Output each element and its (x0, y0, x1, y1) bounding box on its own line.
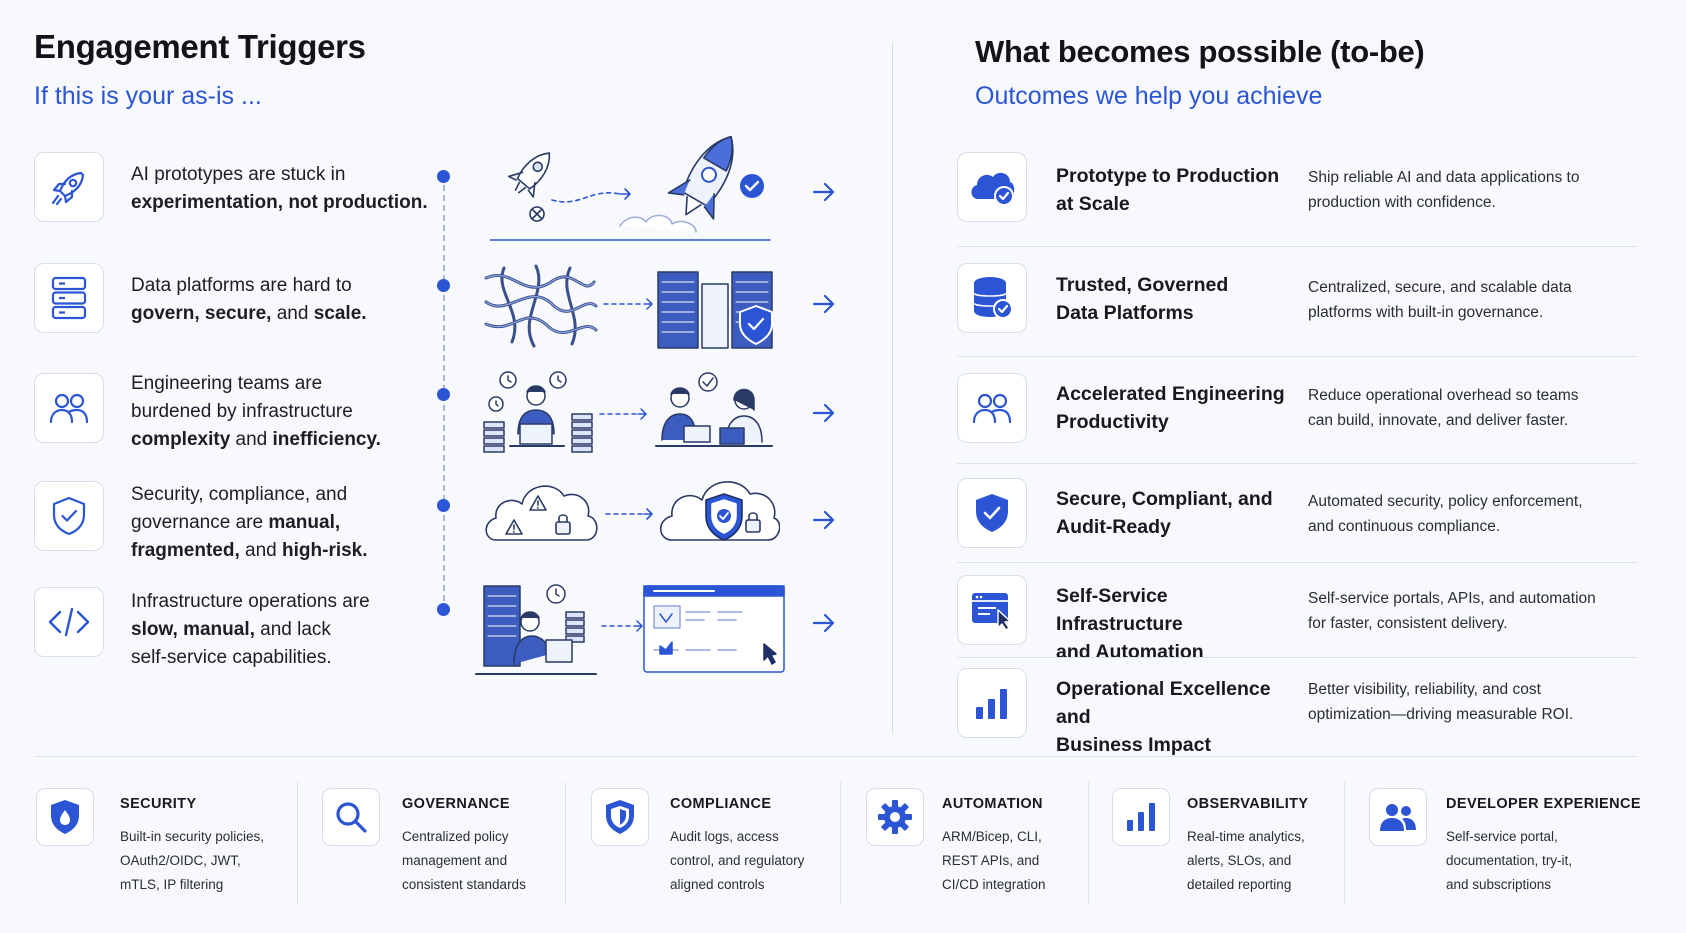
row-separator (957, 356, 1638, 357)
code-icon (48, 607, 90, 637)
portal-cursor-icon (972, 593, 1011, 630)
gear-icon (878, 800, 912, 834)
outcome-icon-box (957, 478, 1027, 548)
section-divider (34, 756, 1638, 757)
trigger-users-icon-box (34, 373, 104, 443)
outcome-icon-box (957, 668, 1027, 738)
trigger-server-icon-box (34, 263, 104, 333)
left-title: Engagement Triggers (34, 28, 366, 65)
capability-title: DEVELOPER EXPERIENCE (1446, 796, 1641, 812)
timeline-dot (437, 388, 450, 401)
right-subtitle: Outcomes we help you achieve (975, 82, 1323, 110)
bar-chart-icon (1127, 803, 1155, 831)
trigger-2-text: Data platforms are hard to govern, secur… (131, 275, 367, 324)
capability-icon-box (866, 788, 924, 846)
users-icon (49, 393, 89, 424)
capability-title: COMPLIANCE (670, 796, 772, 812)
capability-separator (1344, 782, 1345, 904)
trigger-shield-icon-box (34, 481, 104, 551)
arrow-right-icon (812, 613, 835, 633)
shield-outline-icon (606, 800, 634, 834)
arrow-right-icon (812, 294, 835, 314)
outcome-description: Better visibility, reliability, and cost… (1308, 681, 1574, 723)
self-service-portal-illustration (475, 584, 785, 675)
rocket-launch-illustration (490, 135, 771, 241)
trigger-4-text: Security, compliance, and governance are… (131, 484, 368, 561)
arrow-right-icon (812, 403, 835, 423)
trigger-5-text: Infrastructure operations are slow, manu… (131, 591, 370, 668)
shield-check-icon (52, 496, 86, 536)
capability-description: Built-in security policies,OAuth2/OIDC, … (120, 829, 265, 892)
capability-separator (840, 782, 841, 904)
outcome-description: Automated security, policy enforcement,a… (1308, 493, 1583, 535)
capability-separator (297, 782, 298, 904)
capability-icon-box (36, 788, 94, 846)
trigger-3-text: Engineering teams are burdened by infras… (131, 373, 381, 450)
capability-title: GOVERNANCE (402, 796, 510, 812)
timeline-dot (437, 170, 450, 183)
timeline-dot (437, 499, 450, 512)
users-icon (972, 393, 1012, 424)
capability-description: Self-service portal,documentation, try-i… (1446, 829, 1573, 892)
users-icon (1380, 804, 1416, 831)
row-separator (957, 246, 1638, 247)
arrow-right-icon (812, 182, 835, 202)
outcome-icon-box (957, 575, 1027, 645)
security-cloud-illustration (485, 481, 780, 541)
left-subtitle: If this is your as-is ... (34, 82, 262, 110)
outcome-icon-box (957, 263, 1027, 333)
row-separator (957, 657, 1638, 658)
rocket-icon (51, 171, 85, 206)
capability-separator (1088, 782, 1089, 904)
timeline-dot (437, 603, 450, 616)
arrow-right-icon (812, 510, 835, 530)
shield-icon (51, 800, 79, 834)
outcome-icon-box (957, 373, 1027, 443)
timeline-dot (437, 279, 450, 292)
search-icon (336, 802, 367, 833)
capability-title: SECURITY (120, 796, 197, 812)
capability-title: OBSERVABILITY (1187, 796, 1309, 812)
server-stack-icon (51, 276, 87, 320)
capability-title: AUTOMATION (942, 796, 1043, 812)
capability-icon-box (591, 788, 649, 846)
cloud-check-icon (971, 172, 1015, 206)
right-title: What becomes possible (to-be) (975, 34, 1425, 69)
capability-separator (565, 782, 566, 904)
capability-icon-box (322, 788, 380, 846)
row-separator (957, 463, 1638, 464)
trigger-rocket-icon-box (34, 152, 104, 222)
data-platform-illustration (484, 264, 773, 349)
engineering-team-illustration (483, 371, 773, 453)
outcome-description: Self-service portals, APIs, and automati… (1308, 590, 1596, 632)
capability-icon-box (1112, 788, 1170, 846)
shield-check-icon (976, 494, 1008, 532)
database-check-icon (973, 277, 1013, 319)
column-divider (892, 42, 893, 734)
outcome-description: Ship reliable AI and data applications t… (1308, 169, 1580, 211)
trigger-code-icon-box (34, 587, 104, 657)
capability-icon-box (1369, 788, 1427, 846)
outcome-icon-box (957, 152, 1027, 222)
row-separator (957, 562, 1638, 563)
trigger-1-text: AI prototypes are stuck in experimentati… (131, 164, 428, 213)
bar-chart-icon (976, 689, 1007, 719)
